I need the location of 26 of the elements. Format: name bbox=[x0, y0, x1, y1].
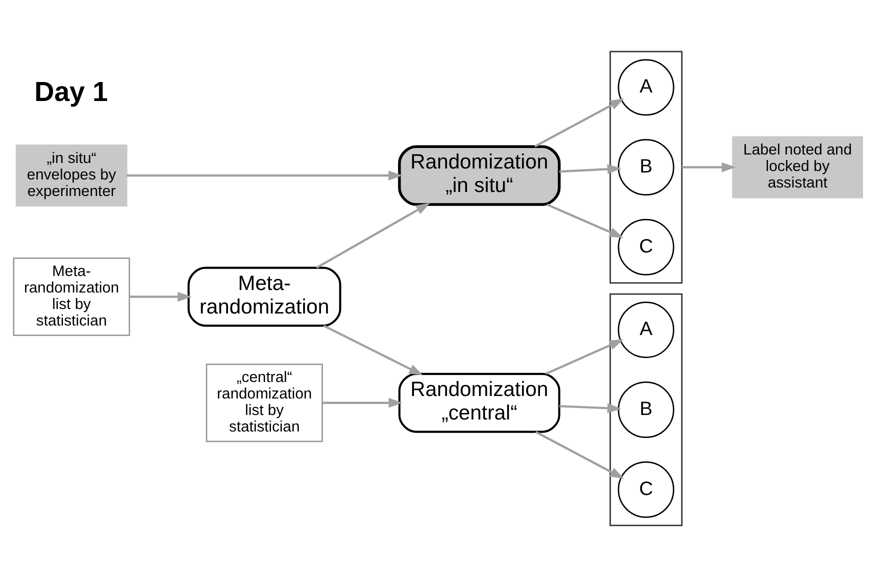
node-circle: A bbox=[618, 302, 674, 358]
arrow bbox=[546, 339, 624, 375]
node-box: Meta- randomization list by statistician bbox=[12, 258, 130, 336]
node-circle: B bbox=[618, 382, 674, 438]
label: Day 1 bbox=[34, 76, 108, 108]
node-box: Meta- randomization bbox=[188, 266, 342, 327]
node-box: Label noted and locked by assistant bbox=[732, 136, 864, 198]
node-circle: C bbox=[618, 461, 674, 518]
arrow bbox=[559, 403, 622, 414]
arrow bbox=[535, 431, 624, 479]
arrow bbox=[546, 203, 624, 238]
arrow bbox=[129, 292, 192, 302]
arrow bbox=[126, 170, 403, 180]
node-circle: B bbox=[618, 139, 674, 196]
node-box: „central“ randomization list by statistician bbox=[206, 364, 323, 442]
arrow bbox=[559, 164, 622, 174]
node-box: Randomization „central“ bbox=[398, 372, 560, 433]
arrow bbox=[322, 398, 403, 408]
arrow bbox=[682, 162, 736, 172]
node-box: Randomization „in situ“ bbox=[398, 145, 561, 206]
arrow bbox=[316, 202, 430, 269]
node-circle: A bbox=[618, 59, 674, 116]
node-box: „in situ“ envelopes by experimenter bbox=[16, 144, 128, 207]
arrow bbox=[323, 324, 424, 376]
node-circle: C bbox=[618, 218, 674, 276]
arrow bbox=[534, 98, 624, 148]
